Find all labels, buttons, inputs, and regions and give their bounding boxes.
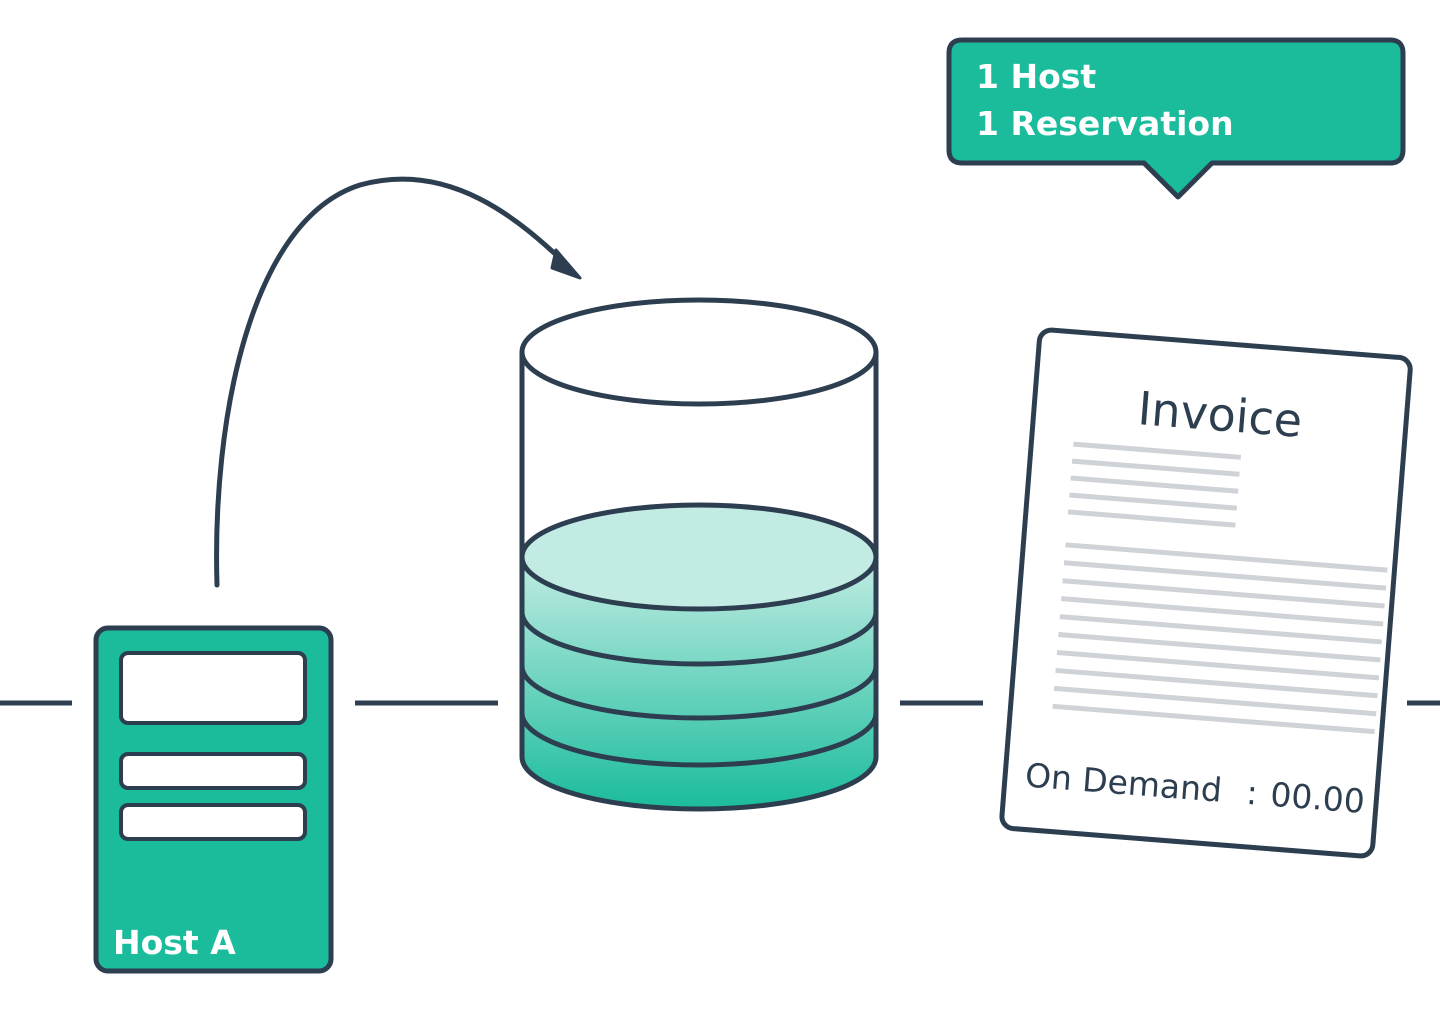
database-layer-3 bbox=[519, 712, 879, 768]
tooltip-line-reservations: 1 Reservation bbox=[976, 104, 1234, 143]
invoice-body-lines bbox=[1052, 542, 1388, 735]
host-panel-large bbox=[119, 651, 307, 725]
server-host-icon[interactable]: Host A bbox=[93, 625, 334, 974]
database-fill bbox=[522, 557, 876, 809]
host-label: Host A bbox=[113, 923, 236, 962]
invoice-amount: 00.00 bbox=[1269, 775, 1366, 821]
invoice-document-icon[interactable]: Invoice On Demand : 00.00 bbox=[999, 327, 1413, 859]
reservation-tooltip: 1 Host 1 Reservation bbox=[946, 37, 1406, 200]
invoice-separator: : bbox=[1245, 773, 1259, 813]
database-cylinder-icon[interactable] bbox=[519, 297, 879, 812]
host-panel-slot-1 bbox=[119, 752, 307, 790]
database-layer-2 bbox=[519, 665, 879, 721]
invoice-header-lines bbox=[1067, 441, 1242, 528]
curved-arrow-icon bbox=[214, 176, 571, 588]
arrow-head-icon bbox=[550, 248, 582, 280]
database-layer-1 bbox=[519, 611, 879, 667]
invoice-title: Invoice bbox=[1136, 381, 1304, 448]
tooltip-line-hosts: 1 Host bbox=[976, 57, 1096, 96]
database-top bbox=[519, 297, 879, 407]
host-panel-slot-2 bbox=[119, 803, 307, 841]
database-liquid-surface bbox=[519, 502, 879, 612]
